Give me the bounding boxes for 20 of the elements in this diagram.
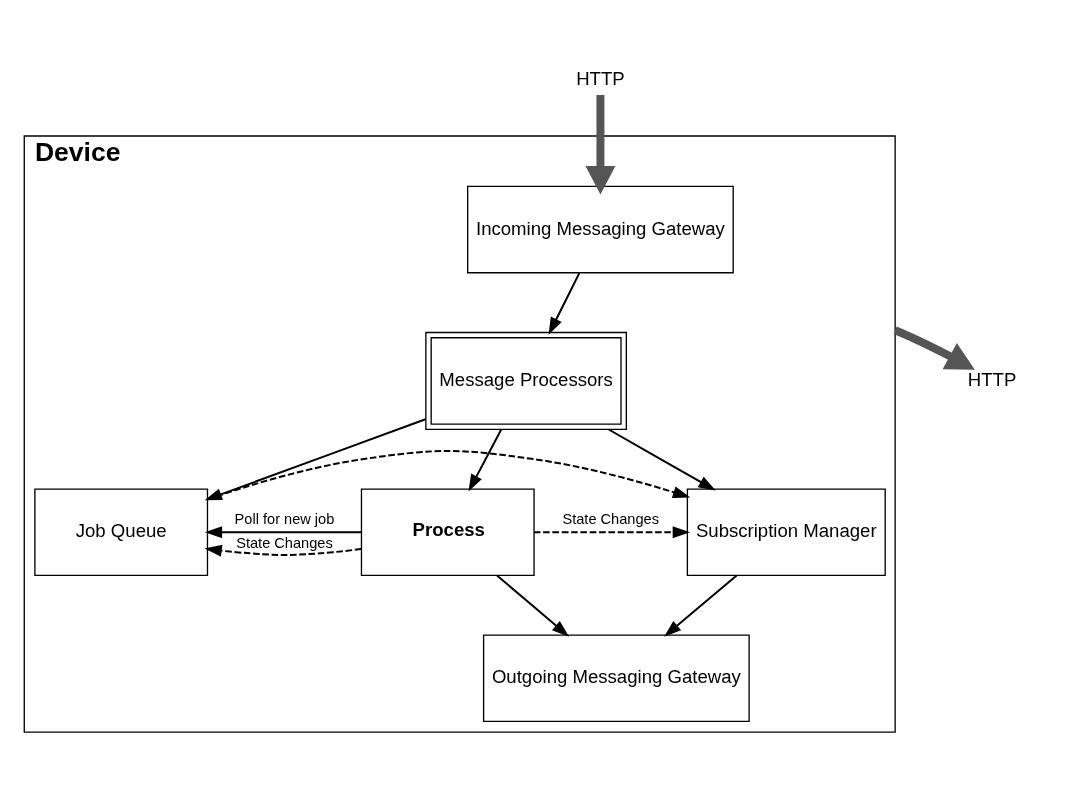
node-box: Message Processors — [425, 331, 627, 431]
node-text: HTTP — [576, 67, 625, 89]
node-box: Job Queue — [34, 488, 209, 577]
edge-label: State Changes — [236, 534, 333, 551]
node-text: HTTP — [967, 368, 1017, 390]
node-box: Process — [360, 488, 535, 577]
node-box: Incoming Messaging Gateway — [467, 185, 734, 274]
arrow — [893, 326, 975, 370]
edge-label: Poll for new job — [234, 511, 335, 528]
node-box: Outgoing Messaging Gateway — [482, 634, 750, 723]
arrow — [664, 574, 738, 637]
arrow — [533, 526, 690, 539]
arrow — [548, 272, 581, 335]
edge-label: State Changes — [562, 511, 659, 528]
arrow — [468, 428, 503, 492]
arrow — [607, 428, 716, 491]
arrow — [204, 544, 363, 557]
arrow — [496, 574, 570, 637]
node-box: Subscription Manager — [686, 488, 886, 577]
arrow — [204, 526, 363, 539]
